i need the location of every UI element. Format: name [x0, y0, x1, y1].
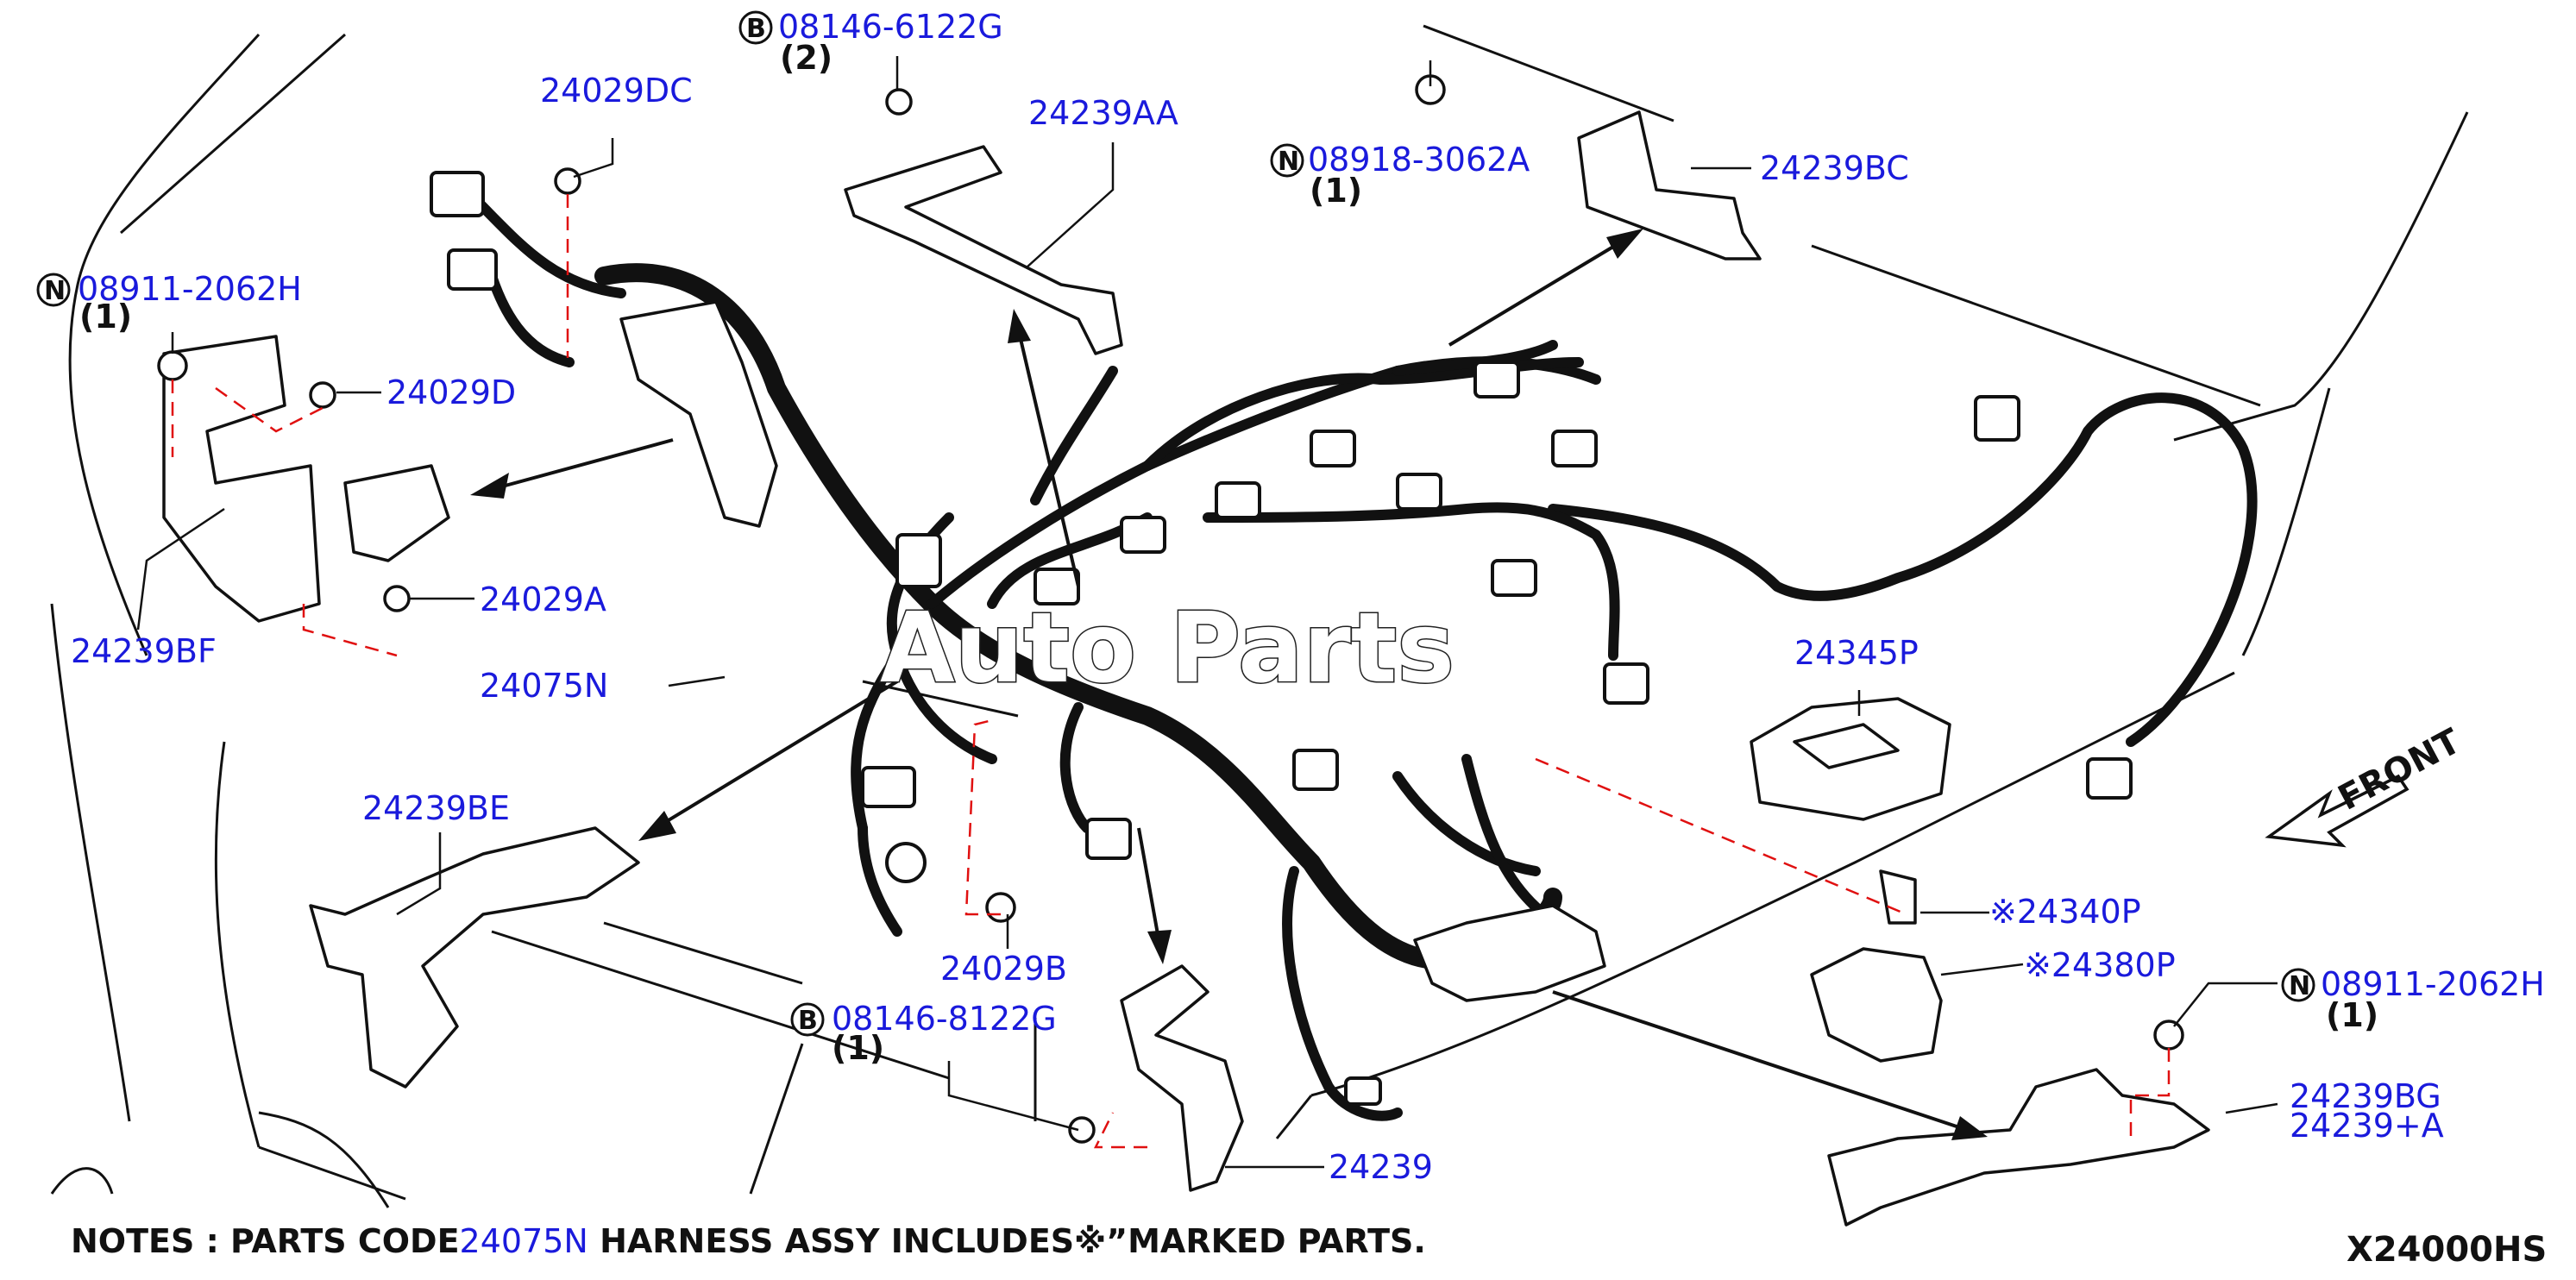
bracket-24239bg [1827, 1068, 2210, 1227]
notes-prefix: NOTES : PARTS CODE [71, 1222, 460, 1260]
svg-text:(1): (1) [2326, 996, 2378, 1034]
harness-connectors [430, 171, 2133, 1106]
svg-text:24239BC: 24239BC [1760, 149, 1909, 187]
watermark: Auto Parts [880, 593, 1454, 705]
svg-text:※24380P: ※24380P [2024, 946, 2176, 984]
direction-arrows [470, 229, 1988, 1140]
n-badge-icon [1270, 143, 1304, 178]
svg-text:(1): (1) [79, 298, 132, 336]
part-labels: 24029DC B 08146-6122G (2) 24239AA N 0891… [36, 8, 2545, 1186]
svg-text:(1): (1) [1310, 172, 1362, 210]
notes-suffix: HARNESS ASSY INCLUDES※”MARKED PARTS. [588, 1222, 1426, 1260]
label-24340p[interactable]: ※24340P [1989, 893, 2141, 931]
label-08918-3062a[interactable]: N 08918-3062A (1) [1270, 141, 1530, 210]
label-24239-a[interactable]: 24239+A [2290, 1107, 2444, 1145]
label-24239bc[interactable]: 24239BC [1760, 149, 1909, 187]
label-24239be[interactable]: 24239BE [362, 789, 510, 827]
svg-text:08911-2062H: 08911-2062H [2321, 965, 2545, 1003]
svg-text:24239: 24239 [1329, 1148, 1433, 1186]
svg-text:08918-3062A: 08918-3062A [1308, 141, 1530, 179]
svg-text:B: B [746, 14, 766, 44]
vehicle-body-outline [50, 24, 2469, 1208]
bracket-24239aa [844, 145, 1123, 355]
label-24239bf[interactable]: 24239BF [71, 632, 217, 670]
harness-clamp-cluster [619, 300, 1606, 1002]
svg-text:08911-2062H: 08911-2062H [78, 270, 302, 308]
b-badge-icon [790, 1002, 825, 1037]
label-24239[interactable]: 24239 [1329, 1148, 1433, 1186]
label-08146-6122g[interactable]: B 08146-6122G (2) [738, 8, 1003, 77]
svg-text:24029DC: 24029DC [540, 72, 693, 110]
svg-text:N: N [2289, 971, 2310, 1001]
leader-lines [136, 56, 2278, 1169]
notes-line: NOTES : PARTS CODE24075N HARNESS ASSY IN… [71, 1222, 1426, 1260]
svg-text:08146-6122G: 08146-6122G [778, 8, 1003, 46]
bracket-24239bc [1577, 110, 1762, 260]
notes-code: 24075N [460, 1222, 588, 1260]
label-08146-8122g[interactable]: B 08146-8122G (1) [790, 1000, 1057, 1067]
svg-text:※24340P: ※24340P [1989, 893, 2141, 931]
svg-text:24075N: 24075N [480, 667, 608, 705]
label-24029d[interactable]: 24029D [386, 373, 516, 411]
svg-text:24345P: 24345P [1794, 634, 1919, 672]
label-24239bg[interactable]: 24239BG [2290, 1077, 2441, 1115]
label-24029dc[interactable]: 24029DC [540, 72, 693, 110]
install-guide-lines [171, 194, 2171, 1149]
fuse-block-24345p [1750, 697, 1951, 821]
svg-text:24239BG: 24239BG [2290, 1077, 2441, 1115]
svg-text:24239BF: 24239BF [71, 632, 217, 670]
n-badge-icon [2281, 968, 2315, 1002]
label-24345p[interactable]: 24345P [1794, 634, 1919, 672]
label-24380p[interactable]: ※24380P [2024, 946, 2176, 984]
bracket-24239be [309, 826, 640, 1089]
bracket-24239 [1120, 964, 1244, 1192]
terminal-24340p [1879, 869, 1917, 925]
svg-text:24029B: 24029B [940, 950, 1067, 988]
svg-text:24239BE: 24239BE [362, 789, 510, 827]
svg-text:B: B [798, 1006, 818, 1036]
svg-text:24029A: 24029A [480, 580, 606, 618]
label-24239aa[interactable]: 24239AA [1028, 94, 1178, 132]
b-badge-icon [738, 10, 773, 45]
svg-text:(2): (2) [780, 39, 832, 77]
n-badge-icon [36, 273, 71, 307]
svg-text:24239AA: 24239AA [1028, 94, 1178, 132]
bracket-24239bf [162, 335, 450, 623]
fusible-link-24380p [1810, 947, 1943, 1063]
label-24029a[interactable]: 24029A [480, 580, 606, 618]
front-indicator: FRONT [2265, 721, 2467, 848]
label-08911-2062h-left[interactable]: N 08911-2062H (1) [36, 270, 302, 336]
front-label: FRONT [2332, 721, 2467, 819]
label-08911-2062h-right[interactable]: N 08911-2062H (1) [2281, 965, 2545, 1034]
svg-text:NOTES : PARTS CODE24075N HARNE: NOTES : PARTS CODE24075N HARNESS ASSY IN… [71, 1222, 1426, 1260]
label-24075n[interactable]: 24075N [480, 667, 608, 705]
svg-text:N: N [1278, 147, 1299, 177]
svg-text:08146-8122G: 08146-8122G [832, 1000, 1057, 1038]
svg-text:(1): (1) [832, 1029, 884, 1067]
diagram-code: X24000HS [2347, 1230, 2547, 1270]
svg-text:N: N [44, 276, 66, 306]
svg-text:24029D: 24029D [386, 373, 516, 411]
label-24029b[interactable]: 24029B [940, 950, 1067, 988]
svg-text:24239+A: 24239+A [2290, 1107, 2444, 1145]
